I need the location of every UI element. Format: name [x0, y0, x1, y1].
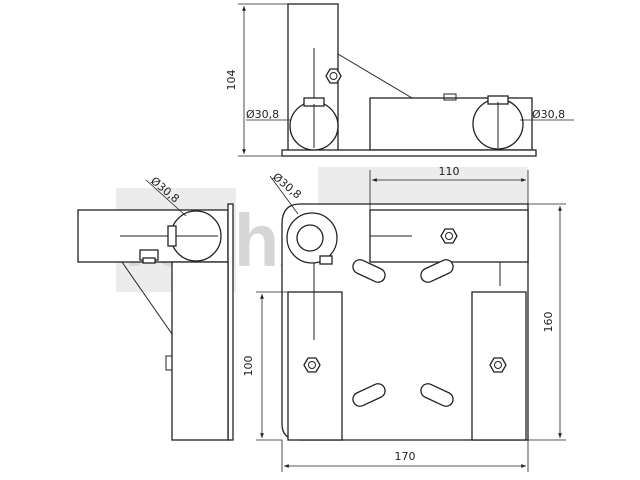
- top-view-nut-icon: [325, 68, 342, 84]
- top-view-height-label: 104: [225, 70, 238, 91]
- front-view-top-width-label: 110: [439, 165, 460, 178]
- top-view-screw: [443, 93, 457, 101]
- front-view-diameter: Ø30,8: [270, 170, 304, 201]
- front-view-slots: [352, 259, 454, 407]
- top-view-right-diameter: Ø30,8: [532, 108, 565, 121]
- side-view-back-plate: [227, 203, 234, 441]
- top-view: 104 Ø30,8 Ø30,8: [225, 3, 574, 157]
- side-view-body: [171, 261, 229, 441]
- side-view-screw: [165, 355, 173, 371]
- top-view-base-plate: [281, 149, 537, 157]
- side-view-nut-icon: [139, 249, 159, 264]
- side-view: Ø30,8: [77, 174, 234, 441]
- side-view-brace: [121, 261, 173, 335]
- top-view-left-diameter: Ø30,8: [246, 108, 279, 121]
- front-view-diameter-leader: [269, 175, 299, 215]
- top-view-brace: [337, 53, 413, 99]
- front-view: 110 170 100 160 Ø30,8: [242, 165, 566, 472]
- front-view-bottom-width-label: 170: [395, 450, 416, 463]
- front-view-right-height-label: 160: [542, 312, 555, 333]
- front-view-nut-icon: [303, 357, 321, 373]
- front-view-nut-icon: [489, 357, 507, 373]
- front-view-left-height-label: 100: [242, 356, 255, 377]
- top-view-right-tube: [472, 95, 524, 150]
- top-view-left-tube: [289, 97, 339, 151]
- side-view-tube: [167, 210, 222, 262]
- side-view-diameter-leader: [145, 179, 187, 217]
- front-view-tube: [286, 212, 338, 265]
- front-view-nut-icon: [440, 228, 458, 244]
